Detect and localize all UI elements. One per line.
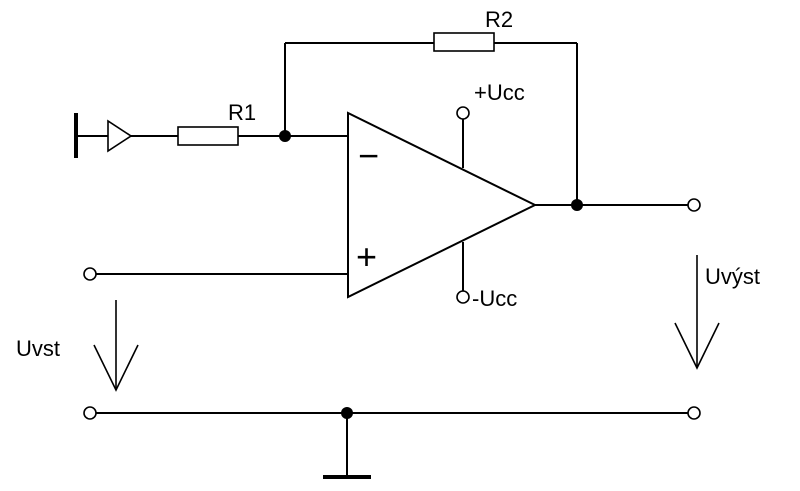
resistor-r1 <box>177 126 239 146</box>
opamp-triangle-icon <box>347 111 538 299</box>
input-voltage-arrow-icon <box>93 300 139 392</box>
uvyst-arrow-head <box>674 322 720 370</box>
uvst-arrow-head <box>93 344 139 392</box>
terminal-input-ground <box>83 406 97 420</box>
label-plus-ucc: +Ucc <box>474 80 525 105</box>
terminal-input <box>83 267 97 281</box>
opamp-noninverting-sign: + <box>356 236 377 277</box>
terminal-output <box>687 198 701 212</box>
opamp-inverting-sign: − <box>358 135 379 176</box>
label-uvyst: Uvýst <box>705 264 760 289</box>
label-r2: R2 <box>485 7 513 32</box>
label-uvst: Uvst <box>16 336 60 361</box>
label-minus-ucc: -Ucc <box>472 286 517 311</box>
terminal-minus-ucc <box>456 290 470 304</box>
output-voltage-arrow-icon <box>674 255 720 370</box>
input-ground-symbol <box>74 113 133 158</box>
junction-node-output <box>571 199 583 211</box>
terminal-plus-ucc <box>456 106 470 120</box>
label-r1: R1 <box>228 100 256 125</box>
resistor-r2 <box>433 32 495 52</box>
junction-node-inverting <box>279 130 291 142</box>
terminal-output-ground <box>687 406 701 420</box>
ground-triangle-icon <box>107 119 133 153</box>
